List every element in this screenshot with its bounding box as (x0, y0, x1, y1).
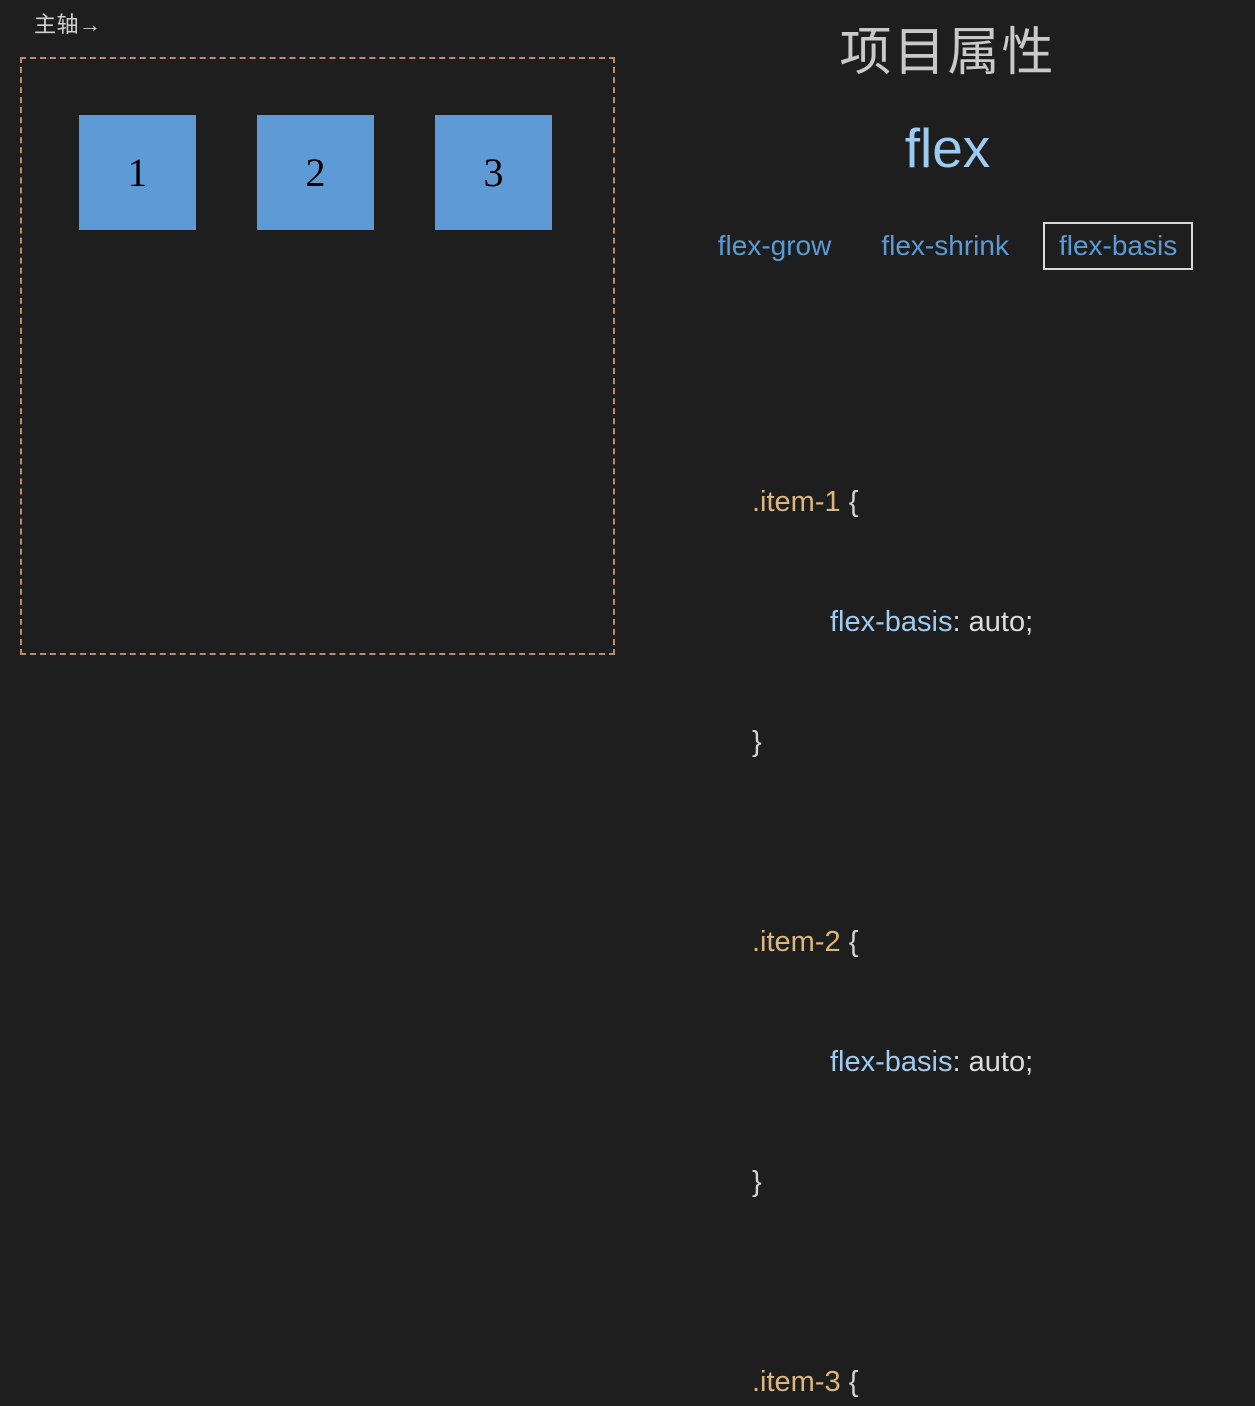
code-selector: .item-2 (752, 926, 841, 958)
code-value: auto; (968, 1046, 1034, 1078)
main-axis-label: 主轴→ (34, 12, 102, 37)
flex-container: 1 2 3 (20, 57, 615, 655)
code-line: } (752, 722, 1033, 762)
code-block: .item-1 { flex-basis: auto; } .item-2 { … (752, 322, 1033, 1406)
code-selector: .item-3 (752, 1366, 841, 1398)
code-line: .item-2 { (752, 922, 1033, 962)
code-line: .item-1 { (752, 482, 1033, 522)
code-line: .item-3 { (752, 1362, 1033, 1402)
info-panel: 项目属性 flex flex-grow flex-shrink flex-bas… (640, 0, 1255, 1398)
code-value: auto; (968, 606, 1034, 638)
code-line: flex-basis: auto; (752, 1042, 1033, 1082)
property-name-heading: flex (904, 117, 991, 179)
tab-flex-basis[interactable]: flex-basis (1042, 222, 1194, 270)
code-colon: : (952, 606, 969, 638)
flex-demo-pane: 主轴→ 1 2 3 (0, 0, 640, 703)
flex-item: 3 (435, 115, 552, 230)
code-line: flex-basis: auto; (752, 602, 1033, 642)
code-brace-open: { (840, 926, 859, 958)
panel-title: 项目属性 (839, 24, 1056, 82)
code-line: } (752, 1162, 1033, 1202)
tab-flex-shrink[interactable]: flex-shrink (881, 230, 1009, 261)
code-brace-close: } (752, 1166, 762, 1198)
code-selector: .item-1 (752, 486, 841, 518)
code-brace-open: { (840, 1366, 859, 1398)
code-property: flex-basis (830, 1046, 953, 1078)
subproperty-tabs: flex-grow flex-shrink flex-basis (640, 222, 1255, 270)
code-property: flex-basis (830, 606, 953, 638)
code-brace-close: } (752, 726, 762, 758)
tab-flex-grow[interactable]: flex-grow (717, 230, 832, 261)
code-brace-open: { (840, 486, 859, 518)
flex-item: 1 (79, 115, 196, 230)
flex-item: 2 (257, 115, 374, 230)
code-colon: : (952, 1046, 969, 1078)
